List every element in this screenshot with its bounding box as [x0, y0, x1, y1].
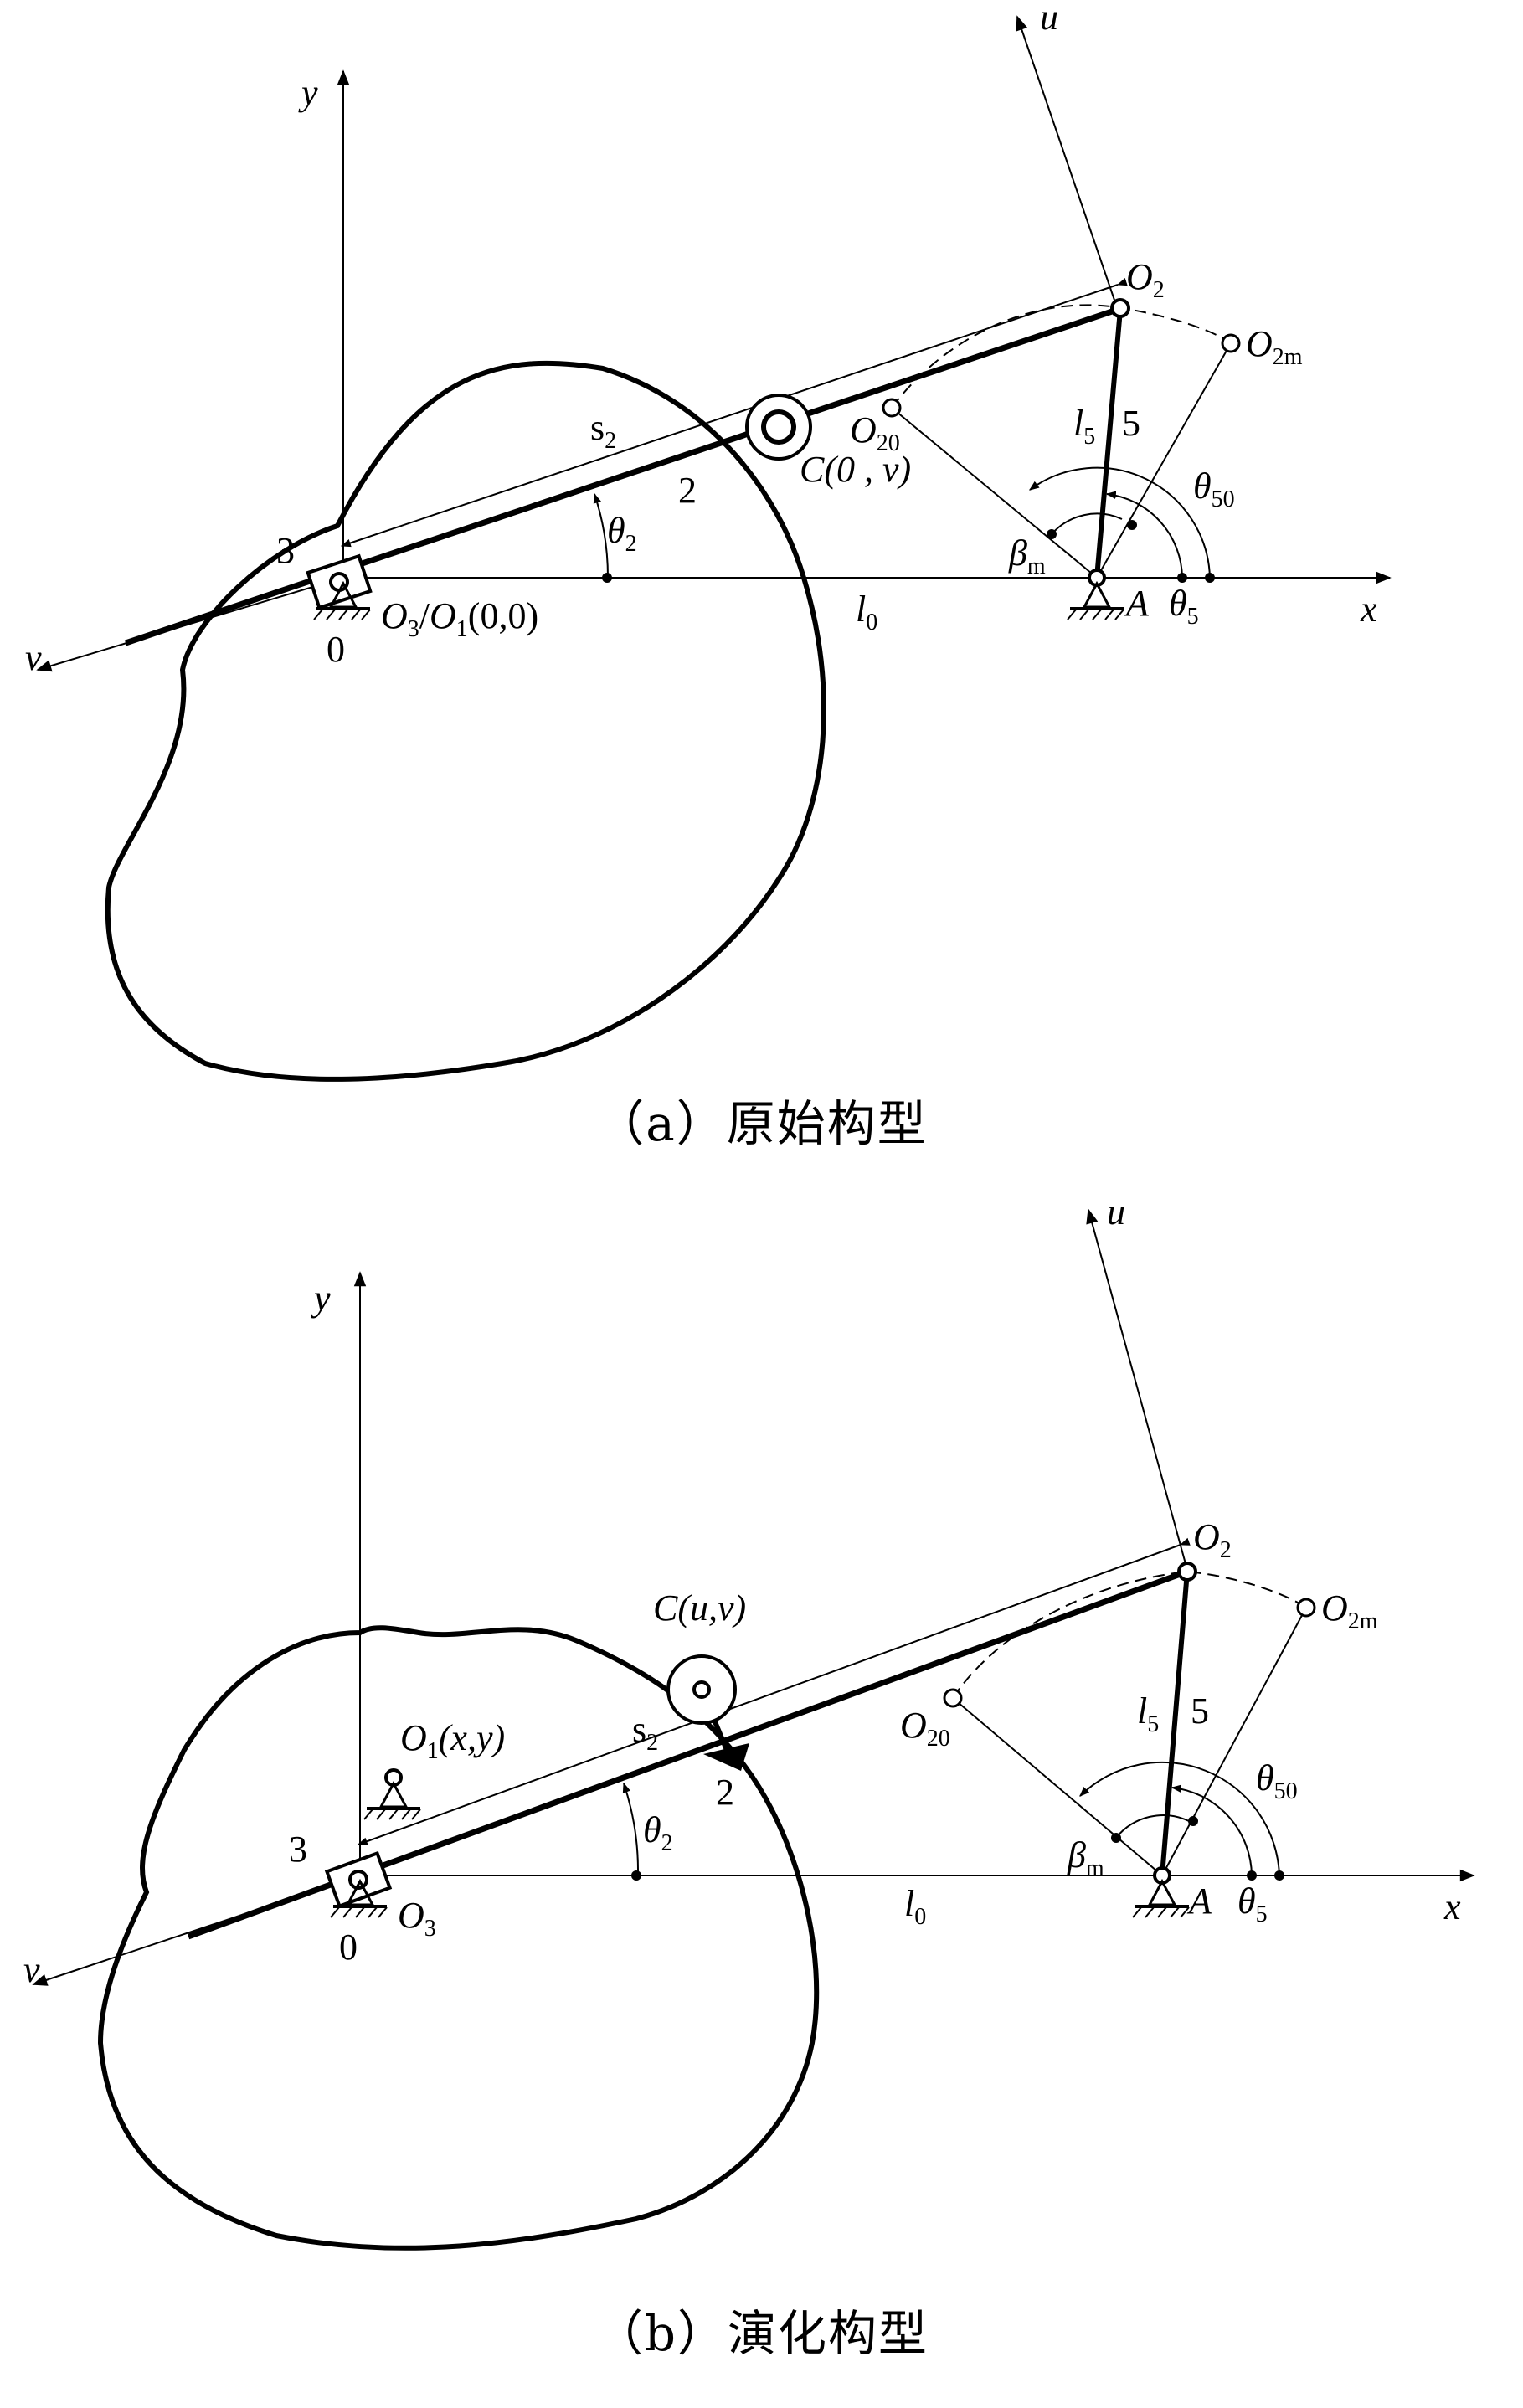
label-s2: s2 [590, 407, 616, 454]
a-to-o2m-line [1096, 342, 1232, 579]
label-v-axis: v [25, 637, 42, 678]
a-to-o20-line [891, 407, 1098, 579]
u-axis [1016, 15, 1119, 311]
label-theta5: θ5 [1237, 1881, 1268, 1927]
label-o2m: O2m [1321, 1587, 1378, 1634]
label-o2: O2 [1193, 1516, 1232, 1563]
beta-m-arc [1115, 1814, 1190, 1839]
theta50-arc [1079, 1761, 1280, 1876]
label-u-axis: u [1107, 1191, 1125, 1232]
label-l0: l0 [856, 589, 877, 635]
label-ground-0: 0 [327, 629, 345, 670]
label-l5: l5 [1137, 1690, 1159, 1737]
dot-theta50 [1274, 1870, 1284, 1881]
label-c-point: C(0 , v) [800, 449, 911, 490]
label-beta-m: βm [1067, 1834, 1104, 1881]
roller-c-inner [692, 1680, 711, 1699]
joint-o2m [1296, 1598, 1316, 1618]
panel-a-original-configuration: y x u v O2 O2m O20 s2 2 3 5 l5 θ50 θ2 θ5… [0, 0, 1523, 1197]
label-link-2: 2 [716, 1772, 734, 1813]
label-link-2: 2 [678, 470, 697, 511]
ground-support-o3 [330, 1878, 388, 1918]
label-v-axis: v [23, 1949, 40, 1990]
label-x-axis: x [1360, 589, 1377, 630]
dot-theta50 [1205, 573, 1215, 583]
label-u-axis: u [1040, 0, 1058, 38]
dot-beta [1111, 1833, 1121, 1843]
ground-support-o3 [313, 580, 371, 620]
s2-dimension [340, 278, 1128, 548]
label-o2m: O2m [1246, 323, 1303, 370]
caption-b: （b）演化构型 [594, 2305, 929, 2362]
link-5 [1094, 309, 1123, 579]
mechanism-diagram-a: y x u v O2 O2m O20 s2 2 3 5 l5 θ50 θ2 θ5… [25, 0, 1392, 1082]
label-theta5: θ5 [1169, 583, 1199, 630]
caption-a: （a）原始构型 [595, 1095, 928, 1152]
label-o20: O20 [900, 1705, 950, 1752]
label-c-point: C(u,v) [653, 1587, 746, 1628]
label-y-axis: y [298, 72, 318, 113]
panel-b-evolved-configuration: y x u v O2 O2m O20 s2 2 3 5 l5 θ50 θ2 θ5… [0, 1191, 1523, 2408]
pivot-o1 [363, 1768, 421, 1820]
label-theta50: θ50 [1256, 1757, 1298, 1804]
arm-joint-triangle [703, 1743, 749, 1771]
u-axis [1086, 1208, 1188, 1571]
theta50-arc [1029, 466, 1211, 579]
theta5-arc [1105, 491, 1183, 579]
dot-theta5 [1247, 1870, 1257, 1881]
a-to-o20-line [952, 1697, 1163, 1876]
label-o2: O2 [1126, 256, 1165, 303]
label-link-5: 5 [1122, 403, 1140, 444]
label-ground-0: 0 [339, 1927, 358, 1968]
label-theta50: θ50 [1193, 466, 1235, 512]
ground-support-a [1132, 1866, 1190, 1918]
dot-center [631, 1870, 641, 1881]
label-theta2: θ2 [607, 510, 637, 557]
o2-path-arc [952, 1570, 1307, 1699]
joint-o2m [1221, 333, 1241, 353]
label-link-3: 3 [276, 530, 295, 571]
dot-beta [1047, 529, 1057, 539]
a-to-o2m-line [1161, 1607, 1307, 1876]
label-theta2: θ2 [643, 1809, 673, 1856]
roller-c-inner [761, 409, 796, 445]
label-s2: s2 [632, 1709, 658, 1756]
slider-block-3 [306, 553, 373, 610]
joint-o2 [1177, 1562, 1197, 1582]
beta-m-arc [1051, 512, 1123, 535]
joint-o20 [943, 1688, 963, 1708]
dot-link5 [1127, 520, 1137, 530]
label-o20: O20 [850, 409, 900, 456]
dot-theta5 [1177, 573, 1187, 583]
label-link-5: 5 [1191, 1690, 1209, 1731]
o2-path-arc [891, 304, 1232, 409]
theta2-arc [593, 492, 610, 579]
label-o1: O1(x,y) [400, 1717, 505, 1764]
label-y-axis: y [311, 1278, 331, 1319]
joint-o2 [1110, 298, 1130, 318]
label-point-a: A [1124, 583, 1150, 624]
label-x-axis: x [1443, 1886, 1461, 1927]
mechanism-diagram-b: y x u v O2 O2m O20 s2 2 3 5 l5 θ50 θ2 θ5… [23, 1191, 1475, 2251]
joint-o20 [882, 398, 902, 418]
label-link-3: 3 [289, 1829, 307, 1870]
theta2-arc [622, 1782, 640, 1876]
slider-block-3 [324, 1850, 393, 1909]
s2-dimension [357, 1537, 1191, 1845]
label-o3: O3 [398, 1895, 436, 1942]
ground-support-a [1067, 569, 1124, 620]
dot-center [602, 573, 612, 583]
label-o3-o1: O3/O1(0,0) [381, 595, 538, 642]
link-5 [1160, 1571, 1190, 1876]
label-l0: l0 [904, 1883, 926, 1930]
cam-profile [105, 360, 826, 1082]
label-beta-m: βm [1008, 533, 1046, 579]
label-point-a: A [1186, 1881, 1212, 1922]
theta5-arc [1171, 1784, 1253, 1876]
label-l5: l5 [1073, 403, 1095, 450]
dot-link5 [1188, 1816, 1198, 1826]
